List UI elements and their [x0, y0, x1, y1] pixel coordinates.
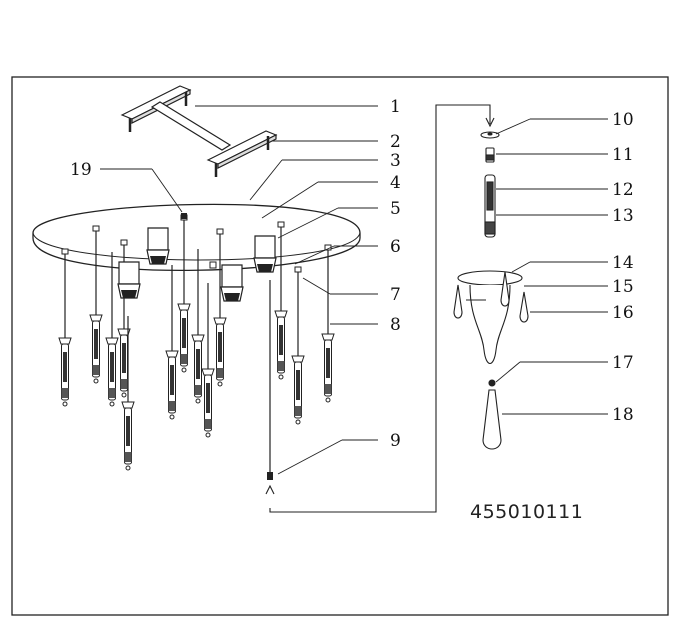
detail-parts [453, 131, 529, 450]
label-13: 13 [612, 206, 634, 226]
label-6: 6 [390, 237, 401, 257]
label-9: 9 [390, 431, 401, 451]
leader-lines [100, 105, 608, 475]
label-18: 18 [612, 405, 634, 425]
label-4: 4 [390, 173, 401, 193]
product-code: 455010111 [470, 501, 583, 523]
label-11: 11 [612, 145, 634, 165]
canopy-plate [32, 203, 361, 272]
label-3: 3 [390, 151, 401, 171]
label-8: 8 [390, 315, 401, 335]
canopy-fittings [61, 213, 332, 273]
mounting-bracket [120, 85, 278, 177]
frame-border [11, 76, 669, 616]
label-10: 10 [612, 110, 634, 130]
label-2: 2 [390, 132, 401, 152]
label-5: 5 [390, 199, 401, 219]
connector-arrow [265, 104, 495, 513]
label-17: 17 [612, 353, 634, 373]
label-16: 16 [612, 303, 634, 323]
label-15: 15 [612, 277, 634, 297]
label-19: 19 [70, 160, 92, 180]
label-14: 14 [612, 253, 634, 273]
label-1: 1 [390, 97, 401, 117]
cable-end [267, 280, 273, 480]
label-12: 12 [612, 180, 634, 200]
label-7: 7 [390, 285, 401, 305]
part-labels: 1 2 3 4 5 6 7 8 9 10 11 12 13 14 15 16 1… [70, 97, 634, 451]
